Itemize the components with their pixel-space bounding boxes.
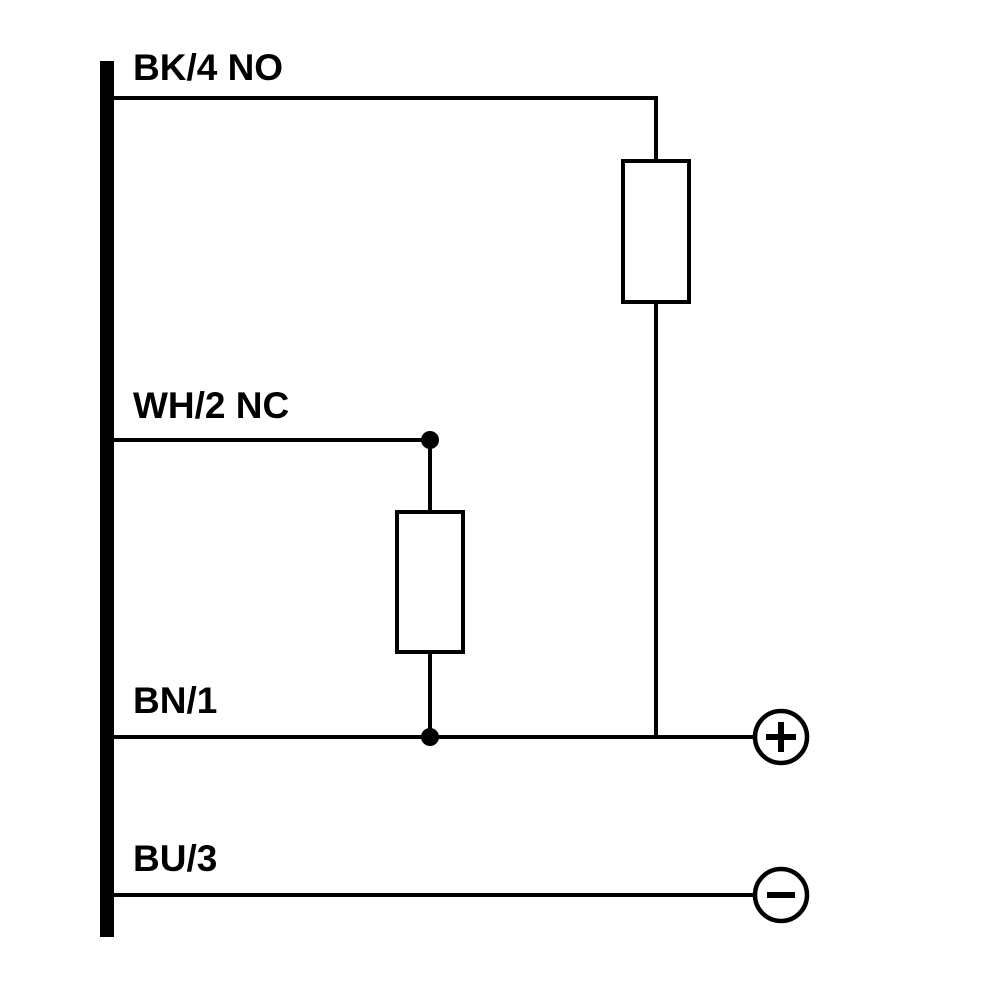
device-bus-bar [100,61,114,937]
wire-wh2-branch: WH/2 NC [108,385,465,746]
wire-bk4-branch: BK/4 NO [108,47,691,737]
wire-label-bu3: BU/3 [133,838,217,879]
plus-terminal-icon [766,722,796,752]
wire-label-wh2: WH/2 NC [133,385,289,426]
negative-terminal [752,866,810,924]
wire-bu3-branch: BU/3 [108,838,810,924]
wire-label-bn1: BN/1 [133,680,217,721]
wire-bn1-branch: BN/1 [108,680,810,766]
positive-terminal [752,708,810,766]
wire-label-bk4: BK/4 NO [133,47,283,88]
load-resistor-bk4 [621,159,691,304]
load-resistor-wh2 [395,510,465,654]
